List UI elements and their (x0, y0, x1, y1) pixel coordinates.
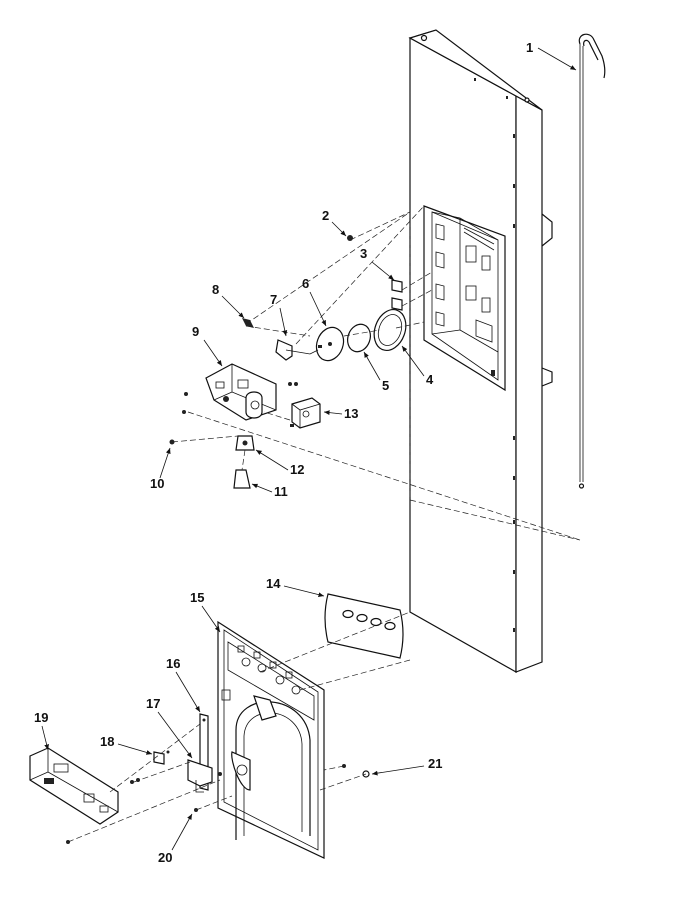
assembly-lines-lower (67, 611, 411, 843)
label-15: 15 (190, 590, 204, 605)
part-19-control-board (29, 747, 119, 825)
part-3-pad (391, 279, 403, 293)
part-2-screw (347, 235, 353, 241)
label-2: 2 (322, 208, 329, 223)
part-17-lever (187, 759, 222, 793)
assembly-lines-upper (171, 205, 581, 541)
label-6: 6 (302, 276, 309, 291)
label-7: 7 (270, 292, 277, 307)
part-14-decal (324, 593, 404, 659)
label-9: 9 (192, 324, 199, 339)
label-16: 16 (166, 656, 180, 671)
label-8: 8 (212, 282, 219, 297)
label-10: 10 (150, 476, 164, 491)
label-4: 4 (426, 372, 434, 387)
part-5-lens (347, 323, 371, 353)
label-11: 11 (274, 484, 288, 499)
part-7-lever (275, 339, 293, 361)
label-18: 18 (100, 734, 114, 749)
label-19: 19 (34, 710, 48, 725)
part-1-tube (578, 33, 606, 489)
part-13-solenoid (290, 397, 321, 429)
door-panel (408, 29, 553, 674)
label-20: 20 (158, 850, 172, 865)
label-5: 5 (382, 378, 389, 393)
label-1: 1 (526, 40, 533, 55)
lower-components (29, 713, 370, 844)
label-3: 3 (360, 246, 367, 261)
label-21: 21 (428, 756, 442, 771)
callouts: 1 2 3 4 5 6 7 8 9 10 11 12 13 (34, 40, 577, 865)
label-14: 14 (266, 576, 281, 591)
dispenser-components (169, 235, 407, 489)
label-13: 13 (344, 406, 358, 421)
part-11-actuator (233, 469, 251, 489)
part-15-housing (217, 620, 325, 859)
part-9-bracket (205, 363, 277, 421)
part-4-ring (373, 309, 407, 351)
label-17: 17 (146, 696, 160, 711)
label-12: 12 (290, 462, 304, 477)
